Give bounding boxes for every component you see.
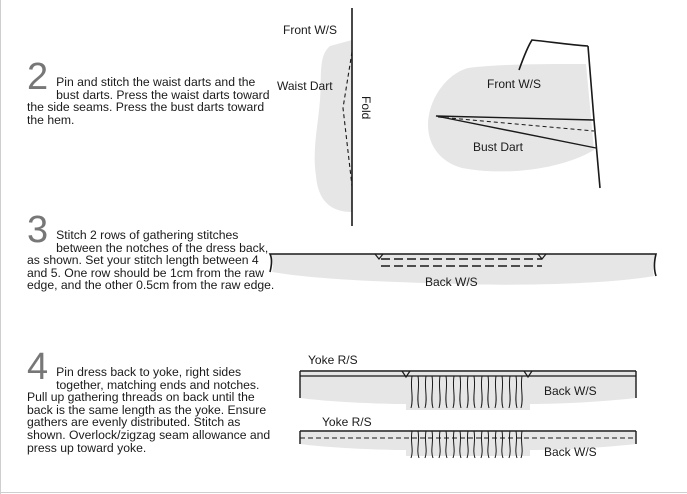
yoke-rs-1-label: Yoke R/S <box>308 353 358 367</box>
back-ws-1-label: Back W/S <box>544 384 597 398</box>
yoke-1-notch-right <box>523 370 533 379</box>
yoke-back-diagram-1: Yoke R/S Back W/S <box>299 353 637 410</box>
notch-left <box>374 253 384 260</box>
gathers-1 <box>410 375 523 409</box>
step-2-text: Pin and stitch the waist darts and the b… <box>27 75 270 127</box>
waist-dart-label: Waist Dart <box>277 79 333 93</box>
back-top-edge <box>268 253 658 277</box>
bust-dart-outline <box>435 115 597 149</box>
back-ws-step3-label: Back W/S <box>425 275 478 289</box>
front-neck-curve <box>518 39 589 71</box>
step-4-number: 4 <box>27 346 49 388</box>
step-4-text: Pin dress back to yoke, right sides toge… <box>27 365 271 455</box>
fold-label: Fold <box>359 96 373 119</box>
front-ws-right-label: Front W/S <box>487 77 541 91</box>
yoke-rs-2-label: Yoke R/S <box>322 415 372 429</box>
back-gathering-diagram: Back W/S <box>268 253 658 289</box>
waist-dart-diagram: Front W/S Waist Dart Fold <box>277 8 373 226</box>
yoke-1-notch-left <box>401 370 411 379</box>
step-4: 4 Pin dress back to yoke, right sides to… <box>27 346 275 455</box>
bottom-border <box>0 492 687 493</box>
step-2-number: 2 <box>27 56 49 98</box>
back-piece-shading <box>270 254 656 285</box>
front-ws-left-label: Front W/S <box>283 23 337 37</box>
left-border <box>0 0 1 494</box>
front-piece-left-shading <box>314 40 352 212</box>
step-3-number: 3 <box>27 209 49 251</box>
bust-dart-stitching <box>437 116 595 132</box>
step-3-text: Stitch 2 rows of gathering stitches betw… <box>27 228 275 293</box>
back-ws-2-label: Back W/S <box>544 445 597 459</box>
yoke-back-diagram-2: Yoke R/S Back W/S <box>299 415 637 459</box>
bust-dart-diagram: Front W/S Bust Dart <box>428 39 601 189</box>
step-2: 2 Pin and stitch the waist darts and the… <box>27 56 275 127</box>
gathers-2 <box>410 430 523 459</box>
waist-dart-stitching <box>342 51 353 187</box>
bust-dart-label: Bust Dart <box>473 140 524 154</box>
step-3: 3 Stitch 2 rows of gathering stitches be… <box>27 209 275 293</box>
